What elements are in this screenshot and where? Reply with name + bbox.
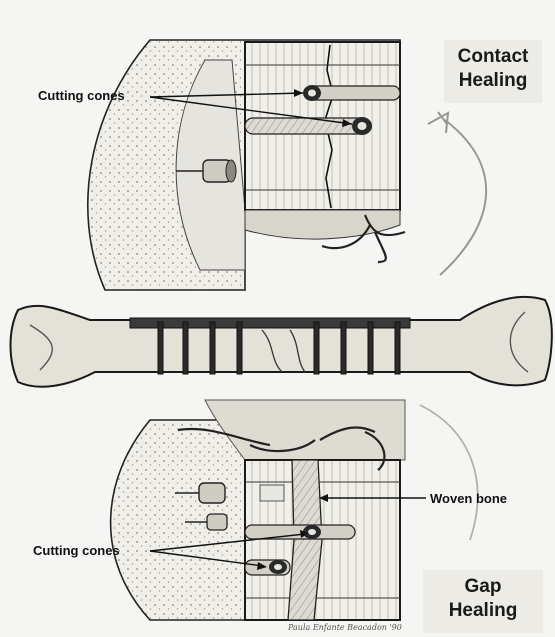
- contact-healing-title: Contact Healing: [444, 40, 542, 103]
- contact-title-line-2: Healing: [444, 69, 542, 93]
- contact-title-line-1: Contact: [444, 45, 542, 69]
- cutting-cones-label-bottom: Cutting cones: [33, 543, 120, 558]
- contact-cutting-cone-2: [245, 117, 372, 135]
- femur-shaft: [11, 297, 552, 387]
- gap-title-line-1: Gap: [423, 575, 543, 599]
- gap-cutting-cone-1: [245, 525, 355, 539]
- artist-signature: Paula Enfante Beacadon '90: [288, 623, 402, 632]
- cutting-cones-label-top: Cutting cones: [38, 88, 125, 103]
- gap-healing-title: Gap Healing: [423, 570, 543, 633]
- gap-cutting-cone-2: [245, 560, 290, 575]
- contact-cutting-cone-1: [303, 85, 400, 101]
- gap-title-line-2: Healing: [423, 599, 543, 623]
- woven-bone-label: Woven bone: [430, 491, 507, 506]
- gap-curved-arrow: [420, 405, 478, 540]
- contact-curved-arrow: [438, 112, 486, 275]
